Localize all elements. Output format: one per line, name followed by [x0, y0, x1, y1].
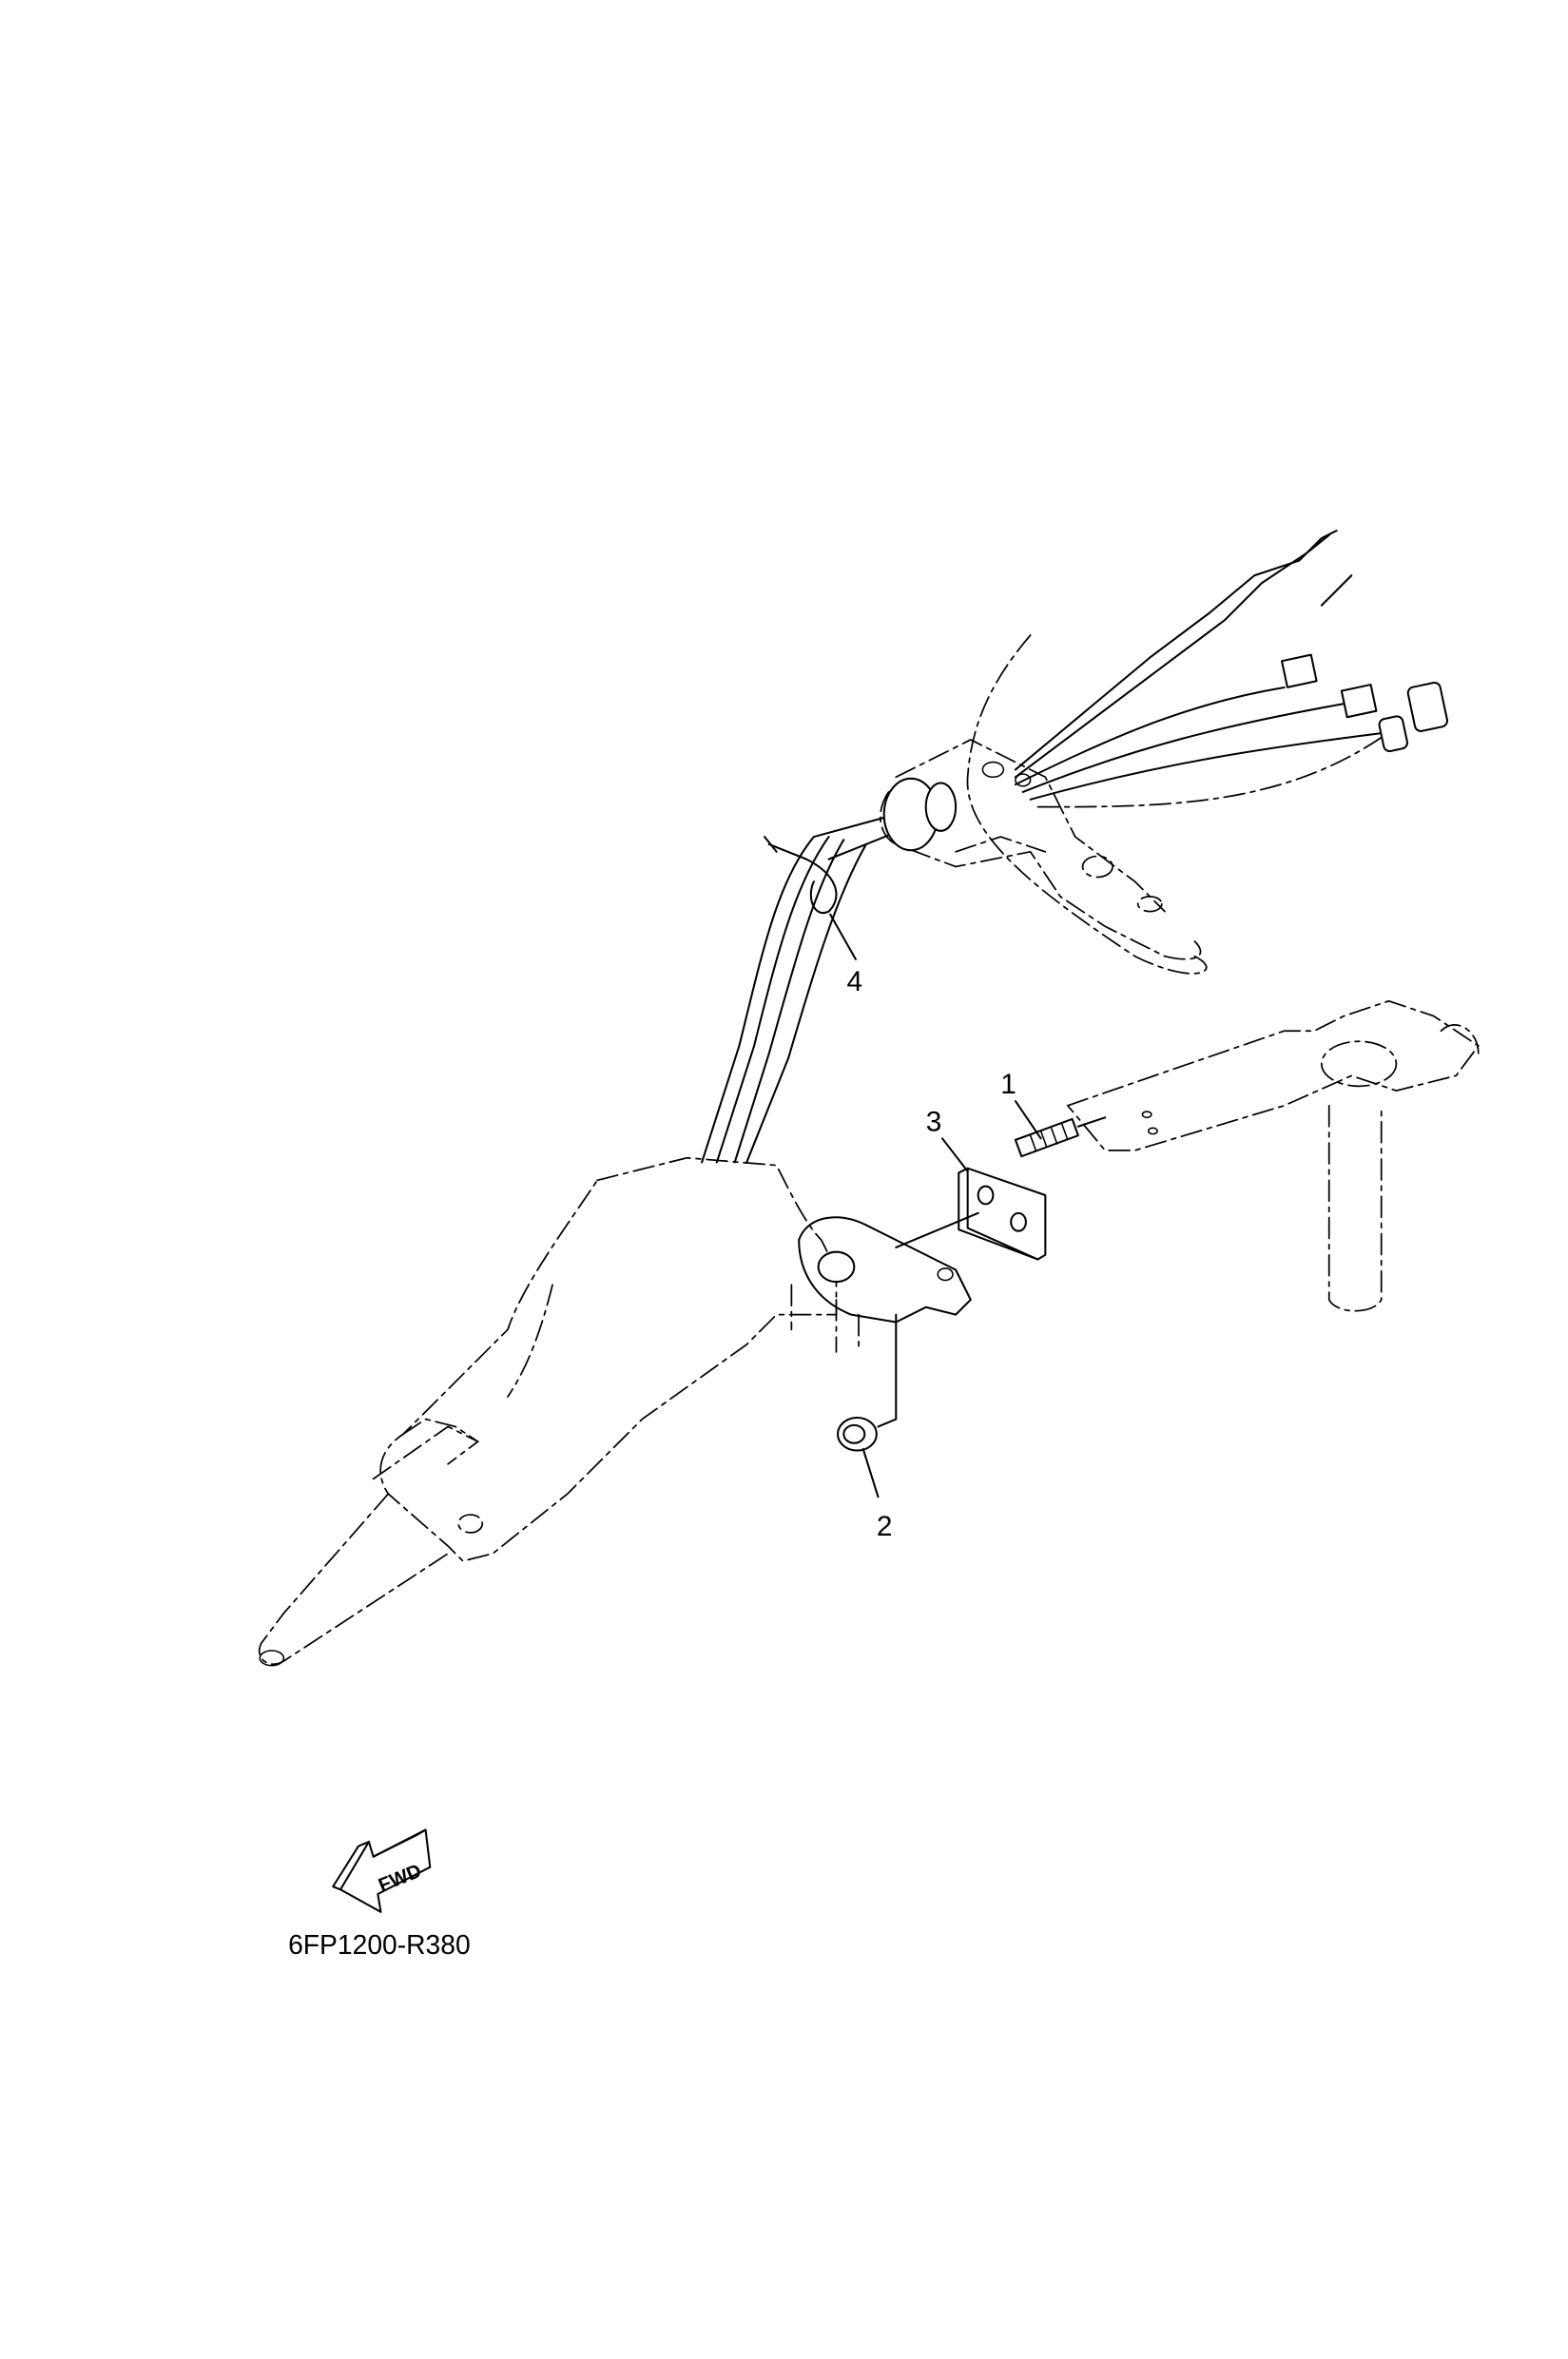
- plate-part-3: [895, 1167, 1047, 1261]
- upper-bracket-phantom: [880, 634, 1208, 975]
- callout-2: 2: [877, 1511, 893, 1542]
- casing-bracket: [798, 1216, 972, 1324]
- lower-casing-phantom: [259, 1156, 860, 1667]
- drawing-code: 6FP1200-R380: [288, 1929, 471, 1960]
- cable-tie-part-4: [764, 836, 838, 915]
- nut-part-2: [837, 1313, 898, 1452]
- cable-harness: [701, 530, 1449, 1164]
- leader-lines: [829, 913, 1042, 1499]
- stud-part-1: [1014, 1116, 1107, 1158]
- clamp-bracket-phantom: [1066, 999, 1481, 1312]
- forward-arrow-icon: FWD: [332, 1828, 432, 1913]
- callout-1: 1: [1000, 1069, 1016, 1100]
- callout-3: 3: [926, 1106, 942, 1137]
- callout-4: 4: [846, 966, 862, 997]
